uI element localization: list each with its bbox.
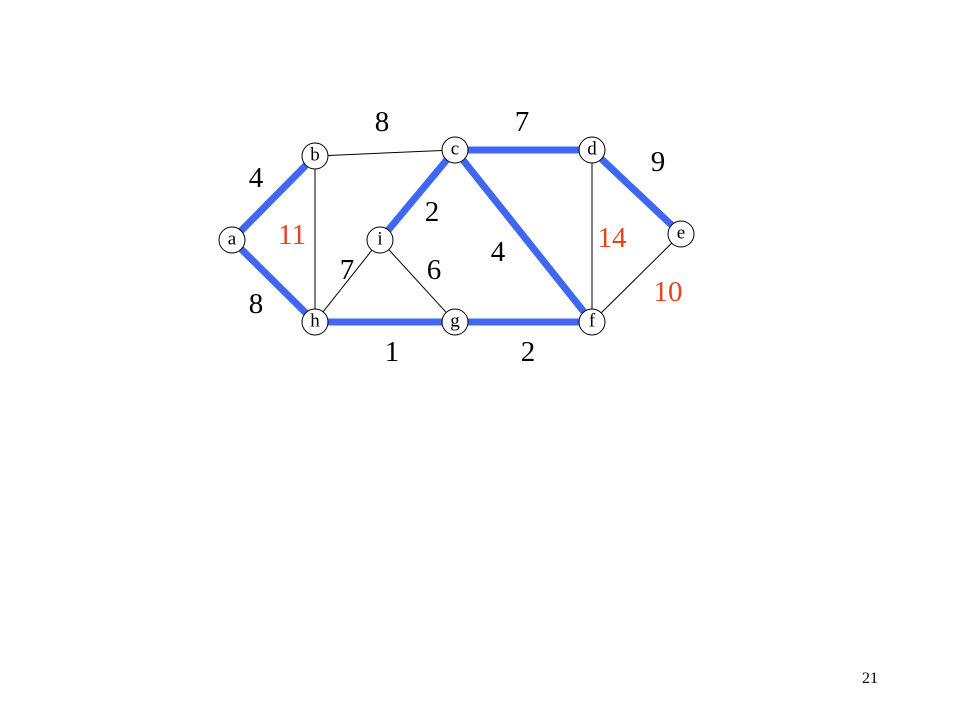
node-circle-h — [301, 308, 329, 336]
edge-weight-c-f: 4 — [491, 236, 506, 268]
node-circle-g — [441, 308, 469, 336]
node-i: i — [366, 226, 394, 254]
node-f: f — [578, 308, 606, 336]
edge-a-h — [238, 246, 309, 316]
node-label-d: d — [587, 139, 597, 160]
node-circle-e — [667, 220, 695, 248]
node-h: h — [301, 308, 329, 336]
edge-c-i — [385, 157, 450, 233]
node-label-g: g — [450, 311, 460, 332]
edge-weight-i-h: 7 — [340, 254, 355, 286]
node-circle-b — [301, 142, 329, 170]
node-circle-d — [578, 136, 606, 164]
edge-d-e — [599, 156, 674, 228]
node-circle-a — [218, 226, 246, 254]
edge-weight-h-g: 1 — [385, 336, 400, 368]
node-label-e: e — [677, 223, 685, 244]
edge-weight-a-h: 8 — [249, 288, 264, 320]
node-a: a — [218, 226, 246, 254]
edge-weight-d-f: 14 — [598, 222, 628, 254]
edge-weight-c-i: 2 — [425, 196, 440, 228]
node-label-h: h — [310, 311, 320, 332]
edge-b-c — [327, 150, 443, 156]
node-b: b — [301, 142, 329, 170]
edge-i-g — [388, 249, 447, 313]
node-label-b: b — [310, 145, 320, 166]
edge-weight-b-h: 11 — [278, 219, 306, 251]
edge-i-h — [322, 249, 373, 313]
node-c: c — [441, 136, 469, 164]
node-label-c: c — [451, 139, 459, 160]
node-e: e — [667, 220, 695, 248]
edge-weight-a-b: 4 — [249, 162, 264, 194]
edge-weight-c-d: 7 — [515, 106, 530, 138]
node-circle-c — [441, 136, 469, 164]
edges-layer — [238, 146, 674, 326]
weights-layer: 4 8 8 11 7 2 4 9 14 10 7 6 1 2 — [249, 106, 683, 368]
node-d: d — [578, 136, 606, 164]
edge-c-f — [460, 157, 587, 315]
edge-weight-b-c: 8 — [375, 106, 390, 138]
node-circle-i — [366, 226, 394, 254]
edge-weight-e-f: 10 — [654, 276, 683, 308]
edge-weight-d-e: 9 — [651, 146, 666, 178]
node-label-i: i — [377, 229, 382, 250]
node-g: g — [441, 308, 469, 336]
nodes-layer: a b c d e f g h i — [218, 136, 695, 336]
node-circle-f — [578, 308, 606, 336]
edge-weight-g-f: 2 — [521, 336, 536, 368]
edge-a-b — [238, 162, 309, 234]
page-number: 21 — [862, 670, 878, 687]
edge-e-f — [600, 242, 673, 314]
edge-weight-i-g: 6 — [427, 254, 442, 286]
node-label-f: f — [589, 311, 596, 332]
node-label-a: a — [228, 229, 237, 250]
